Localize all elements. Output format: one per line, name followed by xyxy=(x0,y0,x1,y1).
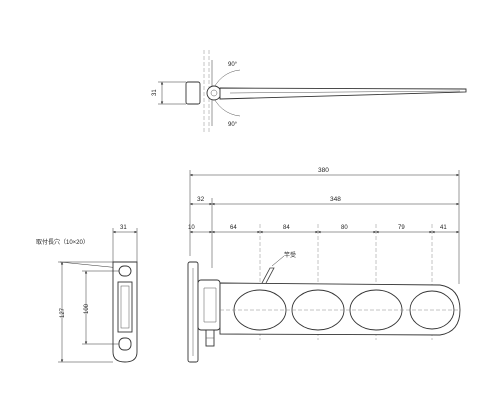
dim-width-label: 31 xyxy=(120,225,127,231)
dim-overall-label: 380 xyxy=(318,167,329,174)
slot-hole-bottom xyxy=(118,337,132,351)
dim-seg3-label: 80 xyxy=(341,225,348,231)
dim-height-label: 31 xyxy=(152,89,158,96)
dim-span-label: 348 xyxy=(330,196,341,203)
callout-leader xyxy=(271,255,285,267)
hole-label: 取付長穴（10×20） xyxy=(36,238,89,246)
top-view: 90° 90° 31 xyxy=(152,50,467,132)
hinge-body xyxy=(117,281,133,333)
dim-seg1-label: 64 xyxy=(230,225,237,231)
slot-hole-top xyxy=(118,265,132,277)
arm-centerline xyxy=(229,90,461,94)
dim-height-inner-label: 100 xyxy=(84,303,90,314)
pivot-pin xyxy=(210,89,218,97)
mount-block xyxy=(185,81,201,105)
dim-height-outer-label: 127 xyxy=(60,307,66,318)
callout-hanger-label: 竿受 xyxy=(284,251,296,259)
pole-hook xyxy=(261,267,275,284)
angle-label-bottom: 90° xyxy=(228,122,238,128)
hinge-detail xyxy=(203,287,217,323)
dim-seg2-label: 84 xyxy=(283,225,290,231)
pivot-hub xyxy=(206,85,222,101)
hinge-block xyxy=(197,279,221,331)
dim-seg4-label: 79 xyxy=(398,225,405,231)
dim-seg5-label: 41 xyxy=(440,225,447,231)
hole-leader xyxy=(59,261,121,269)
front-view: 31 取付長穴（10×20） 127 100 xyxy=(36,225,138,363)
dim-base-label: 10 xyxy=(188,225,195,231)
arm-top-view xyxy=(219,87,467,100)
angle-label-top: 90° xyxy=(228,62,238,68)
hinge-inner xyxy=(120,285,130,329)
side-view: 竿受 xyxy=(187,251,461,363)
dim-offset-label: 32 xyxy=(197,196,205,203)
